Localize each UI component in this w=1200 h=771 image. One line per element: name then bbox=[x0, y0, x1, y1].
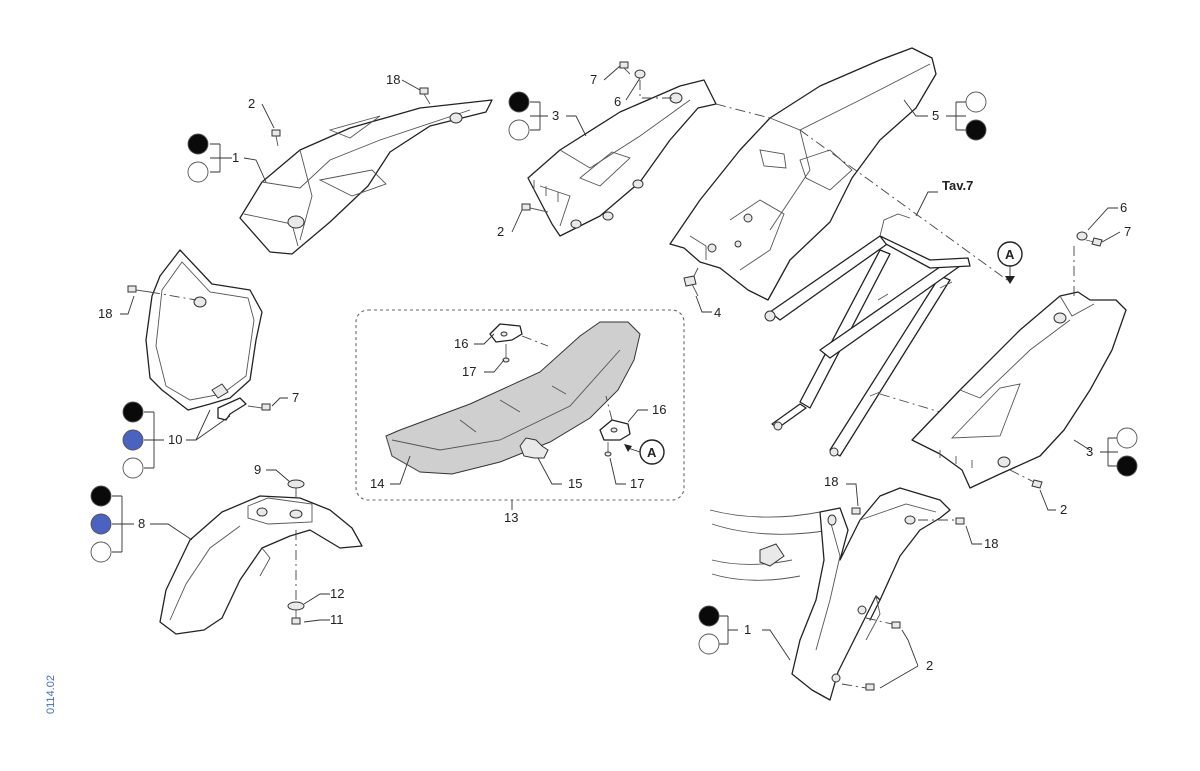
callout-6-top: 6 bbox=[614, 94, 621, 109]
part-1-airbox-cover[interactable] bbox=[791, 487, 951, 701]
screw-part-18-bottom-right-b[interactable] bbox=[955, 517, 965, 525]
color-swatch-black-part-3 bbox=[508, 91, 530, 113]
callout-11: 11 bbox=[330, 612, 344, 627]
strap-part-10[interactable] bbox=[217, 397, 247, 421]
bracket-part-16-bottom[interactable] bbox=[599, 419, 631, 441]
callout-9: 9 bbox=[254, 462, 261, 477]
color-swatch-blue-part-8 bbox=[90, 513, 112, 535]
rear-subframe-reference[interactable] bbox=[764, 213, 971, 457]
callout-1-bottom: 1 bbox=[744, 622, 751, 637]
bracket-part-16-top[interactable] bbox=[489, 323, 523, 343]
callout-2-right: 2 bbox=[1060, 502, 1067, 517]
callout-7-top: 7 bbox=[590, 72, 597, 87]
callout-18-bottom-right-b: 18 bbox=[984, 536, 998, 551]
callout-12: 12 bbox=[330, 586, 344, 601]
screw-part-18-left[interactable] bbox=[127, 285, 151, 293]
screw-part-7-left[interactable] bbox=[247, 403, 271, 411]
callout-10: 10 bbox=[168, 432, 182, 447]
callout-13: 13 bbox=[504, 510, 518, 525]
callout-2-top: 2 bbox=[248, 96, 255, 111]
airbox-area-context bbox=[709, 509, 831, 581]
callout-2-mid: 2 bbox=[497, 224, 504, 239]
callout-4: 4 bbox=[714, 305, 721, 320]
screw-part-2-bottom-right-a[interactable] bbox=[891, 621, 901, 629]
color-swatch-white-part-3-right bbox=[1116, 427, 1138, 449]
color-swatch-black-part-1-bottom bbox=[698, 605, 720, 627]
color-swatch-white-part-5 bbox=[965, 91, 987, 113]
screw-part-17-bottom[interactable] bbox=[604, 442, 612, 457]
color-swatch-white-part-8 bbox=[90, 541, 112, 563]
callout-6-right: 6 bbox=[1120, 200, 1127, 215]
color-swatch-white-part-1-bottom bbox=[698, 633, 720, 655]
screw-part-7-right[interactable] bbox=[1085, 237, 1103, 247]
color-swatch-white-part-3 bbox=[508, 119, 530, 141]
callout-16-right: 16 bbox=[652, 402, 666, 417]
screw-part-4[interactable] bbox=[683, 275, 699, 297]
callout-3-top: 3 bbox=[552, 108, 559, 123]
color-swatch-blue-part-10 bbox=[122, 429, 144, 451]
color-swatch-white-part-1 bbox=[187, 161, 209, 183]
callout-18-bottom-right-a: 18 bbox=[824, 474, 838, 489]
screw-part-17-top[interactable] bbox=[502, 344, 510, 363]
callout-16-top: 16 bbox=[454, 336, 468, 351]
part-14-seat[interactable] bbox=[385, 321, 641, 475]
screw-part-2-right[interactable] bbox=[1031, 479, 1043, 489]
screw-part-2-mid[interactable] bbox=[521, 203, 549, 213]
color-swatch-black-part-5 bbox=[965, 119, 987, 141]
callout-7-right: 7 bbox=[1124, 224, 1131, 239]
detail-a-arrow-right bbox=[1005, 276, 1015, 284]
callout-tav7: Tav.7 bbox=[942, 178, 973, 193]
callout-2-bottom: 2 bbox=[926, 658, 933, 673]
part-3-side-panel-right[interactable] bbox=[911, 291, 1127, 489]
callout-18-top: 18 bbox=[386, 72, 400, 87]
callout-15: 15 bbox=[568, 476, 582, 491]
callout-17-bottom: 17 bbox=[630, 476, 644, 491]
washer-part-12[interactable] bbox=[287, 601, 305, 611]
callout-7-left: 7 bbox=[292, 390, 299, 405]
nut-part-6-top[interactable] bbox=[634, 69, 646, 79]
part-1-side-cover[interactable] bbox=[239, 99, 493, 255]
color-swatch-black-part-10 bbox=[122, 401, 144, 423]
part-3-side-panel-left[interactable] bbox=[527, 79, 717, 237]
screw-part-2-top[interactable] bbox=[271, 129, 281, 147]
screw-part-18-bottom-right-a[interactable] bbox=[851, 507, 861, 515]
screw-part-2-bottom-right-b[interactable] bbox=[865, 683, 875, 691]
color-swatch-black-part-8 bbox=[90, 485, 112, 507]
detail-a-label-right: A bbox=[1005, 247, 1015, 262]
callout-3-right: 3 bbox=[1086, 444, 1093, 459]
detail-a-label-seat: A bbox=[647, 445, 657, 460]
drawing-reference-id: 0114.02 bbox=[45, 675, 57, 714]
part-15-seat-patch[interactable] bbox=[519, 437, 549, 459]
seat-assembly-group-box bbox=[355, 309, 685, 501]
callout-14: 14 bbox=[370, 476, 384, 491]
callout-5: 5 bbox=[932, 108, 939, 123]
color-swatch-black-part-3-right bbox=[1116, 455, 1138, 477]
washer-part-9[interactable] bbox=[287, 479, 305, 489]
nut-part-6-right[interactable] bbox=[1076, 231, 1088, 241]
color-swatch-white-part-10 bbox=[122, 457, 144, 479]
detail-a-arrow-seat bbox=[624, 444, 632, 452]
screw-part-18-top[interactable] bbox=[419, 87, 431, 105]
screw-part-7-top[interactable] bbox=[619, 61, 631, 75]
color-swatch-black-part-1 bbox=[187, 133, 209, 155]
callout-17-top: 17 bbox=[462, 364, 476, 379]
part-5-rear-fender[interactable] bbox=[669, 47, 937, 301]
callout-1-top: 1 bbox=[232, 150, 239, 165]
callout-8: 8 bbox=[138, 516, 145, 531]
part-10-front-number-plate[interactable] bbox=[145, 249, 263, 411]
callout-18-left: 18 bbox=[98, 306, 112, 321]
part-8-front-fender[interactable] bbox=[159, 495, 363, 635]
screw-part-11[interactable] bbox=[291, 610, 301, 625]
